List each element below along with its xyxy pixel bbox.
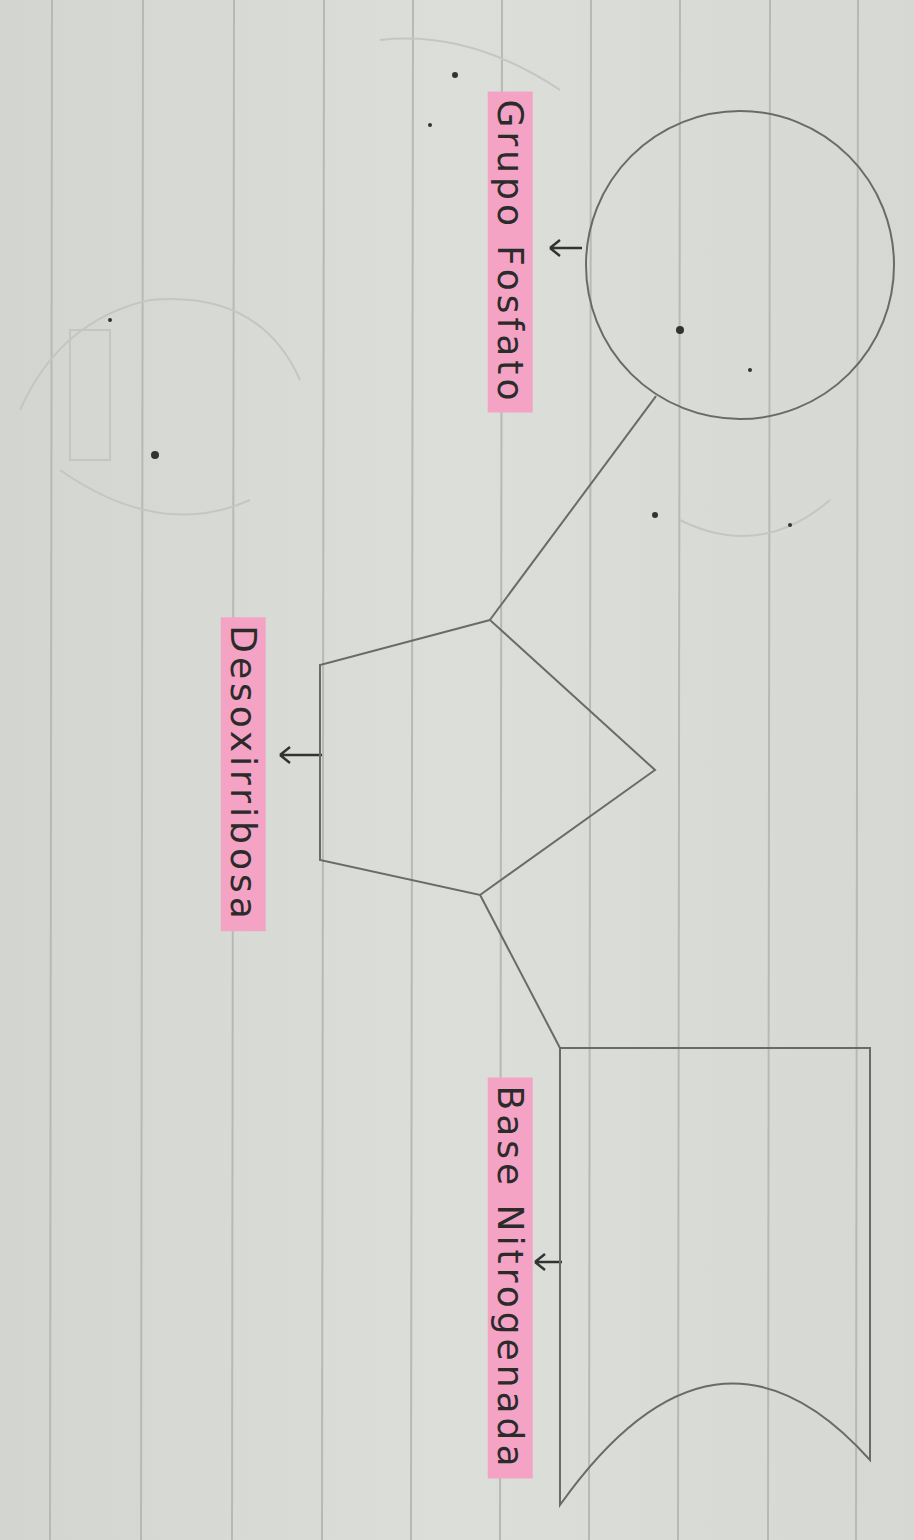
base-block: Base Nitrogenada (560, 1048, 870, 1505)
circle-outline (585, 110, 895, 420)
pencil-dots (108, 72, 792, 527)
ruled-lines (50, 0, 858, 1540)
circle-shape (586, 111, 894, 419)
highlighted-label: Base Nitrogenada (487, 1078, 532, 1479)
highlighted-label: Grupo Fosfato (487, 92, 532, 413)
highlighted-label: Desoxirribosa (220, 617, 265, 931)
bond-line (490, 396, 656, 620)
erased-marks (20, 39, 830, 536)
pointer-arrows (280, 240, 582, 1270)
base-shape (560, 1048, 870, 1505)
phosphate-circle: Grupo Fosfato (585, 110, 895, 420)
pentagon-shape (320, 620, 655, 895)
pentagon-outline (320, 620, 655, 895)
base-outline (560, 1048, 870, 1505)
sugar-pentagon: Desoxirribosa (320, 620, 655, 895)
bond-line (480, 895, 560, 1048)
